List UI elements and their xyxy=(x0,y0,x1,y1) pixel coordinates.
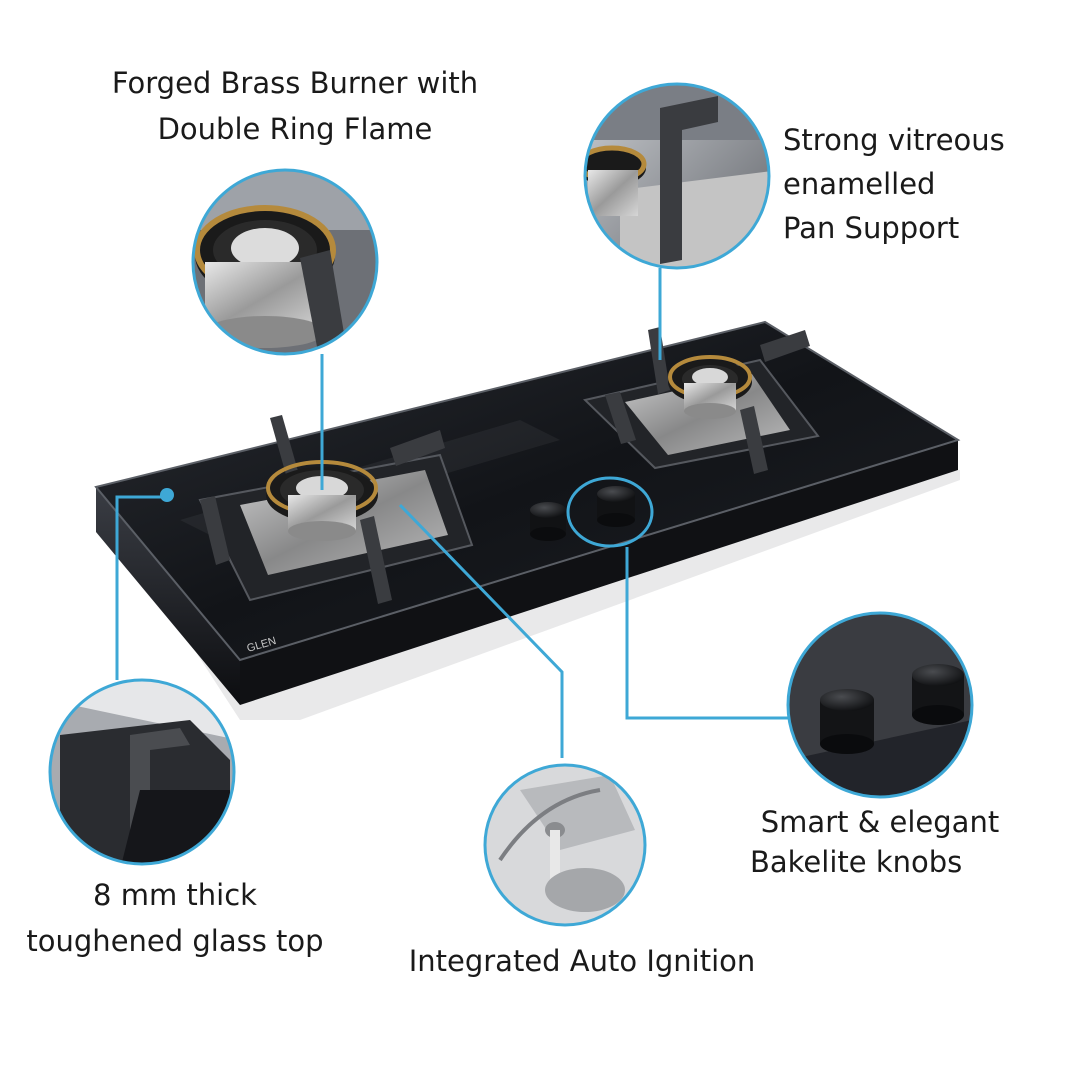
zoom-knob-left xyxy=(820,689,874,754)
knob-highlight-ring xyxy=(566,476,654,548)
zoom-knob-right xyxy=(912,664,964,725)
knob-left xyxy=(530,502,566,541)
glass-edge-dot xyxy=(160,488,174,502)
left-burner-assembly xyxy=(198,415,474,604)
pan-support-right-4 xyxy=(740,406,768,474)
caption-burner-line2: Double Ring Flame xyxy=(157,112,433,146)
zoom-ignition xyxy=(483,763,647,927)
caption-burner: Forged Brass Burner with Double Ring Fla… xyxy=(60,60,530,152)
pan-support-right-3 xyxy=(605,392,636,444)
caption-knobs-line1: Smart & elegant xyxy=(760,805,1000,839)
pan-support-right-2 xyxy=(760,330,810,362)
caption-glass-line2: toughened glass top xyxy=(26,924,324,958)
callout-line-glass xyxy=(115,495,165,680)
zoom-knobs xyxy=(786,611,974,799)
knob-right xyxy=(597,486,635,527)
caption-ignition: Integrated Auto Ignition xyxy=(382,938,782,984)
callout-lines xyxy=(115,268,790,758)
zoom-glass-edge xyxy=(48,678,236,866)
caption-burner-line1: Forged Brass Burner with xyxy=(111,66,479,100)
caption-pan-line1: Strong vitreous xyxy=(783,123,1005,157)
pan-support-left-2 xyxy=(390,430,445,466)
caption-glass-line1: 8 mm thick xyxy=(93,878,257,912)
caption-pan-line3: Pan Support xyxy=(783,211,960,245)
caption-ignition-line1: Integrated Auto Ignition xyxy=(408,944,756,978)
caption-knobs-line2: Bakelite knobs xyxy=(750,845,963,879)
caption-pan-line2: enamelled xyxy=(783,167,936,201)
caption-pan-support: Strong vitreous enamelled Pan Support xyxy=(783,118,1005,250)
zoom-pan-support xyxy=(583,82,771,270)
hob-knobs xyxy=(530,486,635,541)
zoom-burner xyxy=(191,168,379,356)
zoom-pan-support-arm xyxy=(660,96,718,264)
pan-support-left-3 xyxy=(200,496,230,565)
callout-line-knobs xyxy=(625,547,790,720)
callout-line-ignition xyxy=(398,503,564,758)
pan-support-left-4 xyxy=(360,516,392,604)
pan-support-right-1 xyxy=(648,327,670,394)
right-burner-assembly xyxy=(582,327,820,474)
caption-knobs: Smart & elegant Bakelite knobs xyxy=(730,802,1030,882)
caption-glass-top: 8 mm thick toughened glass top xyxy=(0,872,350,964)
